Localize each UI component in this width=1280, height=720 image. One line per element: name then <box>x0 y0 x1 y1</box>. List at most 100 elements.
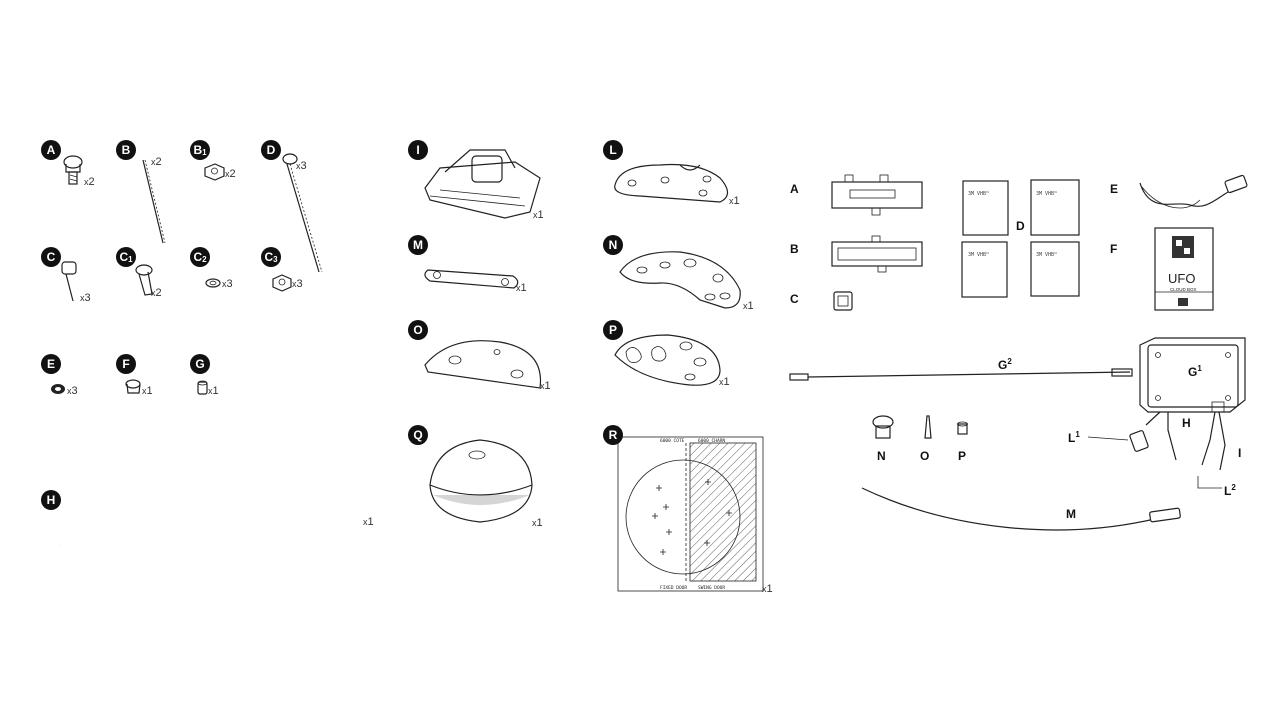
right-label-p: P <box>958 449 967 463</box>
template-text-bottom-right: SWING DOOR <box>698 585 725 591</box>
right-label-b: B <box>790 242 799 256</box>
right-label-m: M <box>1066 507 1076 521</box>
part-q-dome-drawing <box>429 439 533 523</box>
part-r-template-drawing: 6000 COTE 6000 CHARN FIXED DOOR SWING DO… <box>617 436 764 592</box>
badge-d: D <box>261 140 281 160</box>
badge-p: P <box>603 320 623 340</box>
part-m-strip-drawing <box>424 269 519 289</box>
part-n-plate-drawing <box>619 251 741 309</box>
badge-q: Q <box>408 425 428 445</box>
qty-q: x1 <box>532 517 543 529</box>
part-f-insert-drawing <box>125 379 141 394</box>
qty-i: x1 <box>533 209 544 221</box>
right-b-bracket-drawing <box>831 235 923 273</box>
right-c-clip-drawing <box>833 291 853 311</box>
part-l-plate-drawing <box>614 163 729 203</box>
right-label-n: N <box>877 449 886 463</box>
badge-r: R <box>603 425 623 445</box>
part-e-washer-drawing <box>51 384 65 394</box>
qty-h: x1 <box>363 516 374 528</box>
qty-l: x1 <box>729 195 740 207</box>
right-panel <box>785 160 1280 560</box>
qty-e: x3 <box>67 385 78 397</box>
badge-l: L <box>603 140 623 160</box>
part-c3-nut-drawing <box>272 274 292 292</box>
template-text-top-left: 6000 COTE <box>660 438 685 444</box>
right-a-bracket-drawing <box>831 174 923 216</box>
badge-a: A <box>41 140 61 160</box>
part-o-plate-drawing <box>424 340 542 389</box>
badge-i: I <box>408 140 428 160</box>
part-b1-nut-drawing <box>204 163 225 181</box>
right-label-h: H <box>1182 416 1191 430</box>
sticker-text-2: 3M VHB™ <box>1036 191 1057 197</box>
box-brand-text: UFO <box>1168 271 1195 286</box>
qty-g: x1 <box>208 385 219 397</box>
right-nop-parts-drawing <box>872 415 968 439</box>
badge-c3: C3 <box>261 247 281 267</box>
badge-n: N <box>603 235 623 255</box>
right-label-o: O <box>920 449 930 463</box>
part-c1-bolt-drawing <box>135 264 153 296</box>
qty-a: x2 <box>84 176 95 188</box>
right-label-l1: L1 <box>1068 430 1080 445</box>
right-label-g1: G1 <box>1188 364 1202 379</box>
badge-f: F <box>116 354 136 374</box>
badge-c: C <box>41 247 61 267</box>
right-d-pads-drawing: 3M VHB™ 3M VHB™ 3M VHB™ 3M VHB™ <box>961 179 1080 298</box>
right-label-i: I <box>1238 446 1242 460</box>
right-label-d: D <box>1016 219 1025 233</box>
right-label-a: A <box>790 182 799 196</box>
right-g2-cable-drawing <box>789 368 1133 381</box>
qty-b: x2 <box>151 156 162 168</box>
badge-e: E <box>41 354 61 374</box>
part-h-tube-drawing <box>58 509 360 565</box>
qty-b1: x2 <box>225 168 236 180</box>
badge-g: G <box>190 354 210 374</box>
part-a-screw-drawing <box>63 155 83 185</box>
qty-c1: x2 <box>151 287 162 299</box>
part-b-rod-drawing <box>142 159 166 244</box>
part-i-base-drawing <box>424 149 541 219</box>
part-g-sleeve-drawing <box>197 380 208 395</box>
badge-o: O <box>408 320 428 340</box>
badge-b: B <box>116 140 136 160</box>
qty-n: x1 <box>743 300 754 312</box>
box-caption-text: CLOUD BOX <box>1170 287 1197 292</box>
qty-p: x1 <box>719 376 730 388</box>
part-c2-washer-drawing <box>205 278 221 288</box>
template-text-top-right: 6000 CHARN <box>698 438 725 444</box>
badge-b1: B1 <box>190 140 210 160</box>
part-c-screw-drawing <box>61 261 77 302</box>
template-text-bottom-left: FIXED DOOR <box>660 585 687 591</box>
qty-c3: x3 <box>292 278 303 290</box>
right-label-f: F <box>1110 242 1118 256</box>
right-e-usb-cable-drawing <box>1139 174 1248 209</box>
qty-c2: x3 <box>222 278 233 290</box>
right-f-box-drawing <box>1154 227 1214 311</box>
right-label-g2: G2 <box>998 357 1012 372</box>
qty-c: x3 <box>80 292 91 304</box>
badge-c1: C1 <box>116 247 136 267</box>
qty-f: x1 <box>142 385 153 397</box>
badge-m: M <box>408 235 428 255</box>
qty-m: x1 <box>516 282 527 294</box>
sticker-text-1: 3M VHB™ <box>968 191 989 197</box>
right-m-cable-drawing <box>861 487 1181 531</box>
part-p-plate-drawing <box>614 334 721 386</box>
badge-h: H <box>41 490 61 510</box>
right-label-c: C <box>790 292 799 306</box>
right-label-e: E <box>1110 182 1119 196</box>
qty-d: x3 <box>296 160 307 172</box>
leader-l1 <box>1087 436 1129 441</box>
part-d-screw-drawing <box>282 153 323 273</box>
qty-o: x1 <box>540 380 551 392</box>
right-label-l2: L2 <box>1224 483 1236 498</box>
sticker-text-3: 3M VHB™ <box>968 252 989 258</box>
badge-c2: C2 <box>190 247 210 267</box>
sticker-text-4: 3M VHB™ <box>1036 252 1057 258</box>
right-g1-box-drawing <box>1129 337 1246 471</box>
